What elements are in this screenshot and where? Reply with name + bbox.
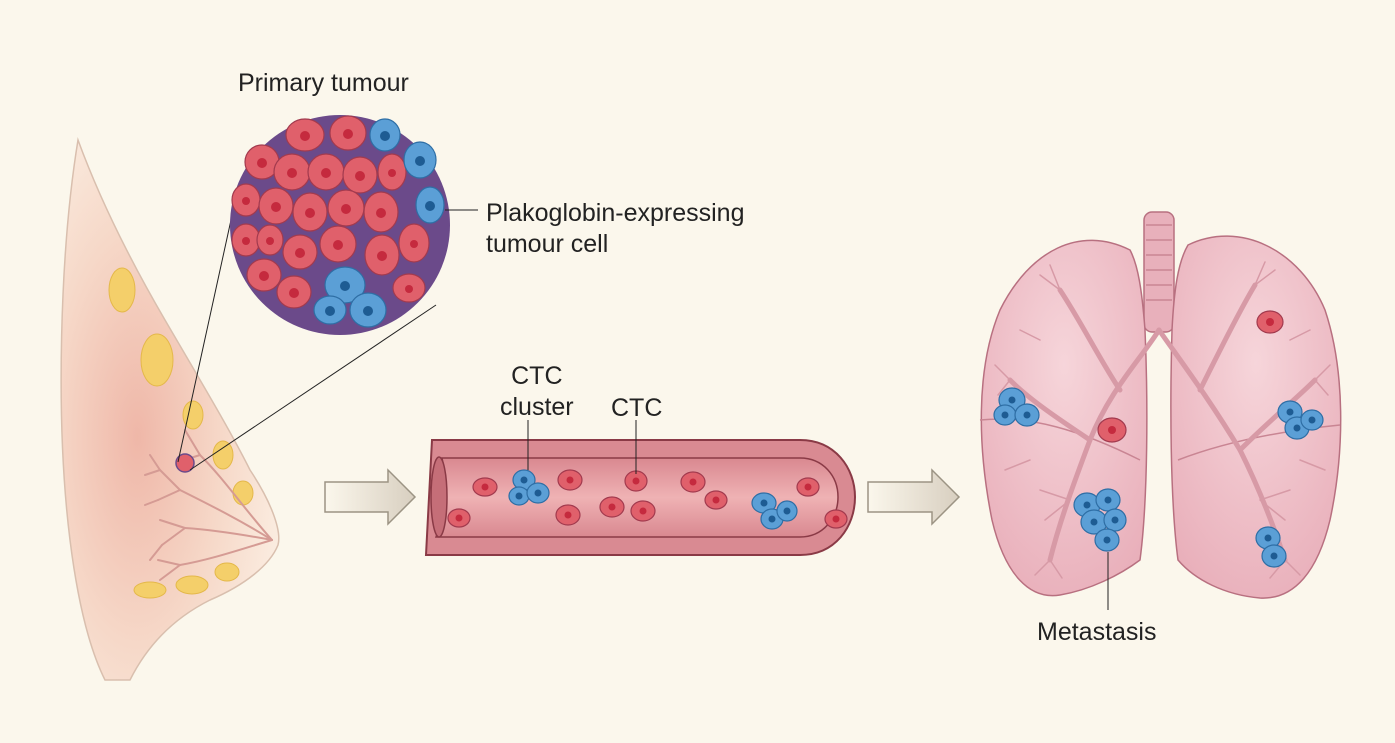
zoom-lines — [177, 187, 437, 471]
primary-tumour-zoom — [230, 115, 478, 335]
metastasis-label: Metastasis — [1037, 618, 1157, 646]
arrow-1 — [324, 468, 417, 526]
ctc-cluster-label: CTC cluster — [500, 361, 574, 423]
arrow-2 — [867, 468, 961, 526]
ctc-cluster-label-line2: cluster — [500, 393, 574, 421]
tumour-cells — [231, 115, 445, 328]
breast — [60, 137, 280, 681]
right-lung — [1170, 235, 1342, 599]
plakoglobin-label-line1: Plakoglobin-expressing — [486, 199, 745, 227]
tumour-dot — [175, 453, 195, 473]
lungs — [979, 211, 1342, 610]
bronchi — [1007, 282, 1318, 563]
plakoglobin-label: Plakoglobin-expressing tumour cell — [486, 198, 744, 260]
ctc-cluster-label-line1: CTC — [511, 362, 563, 390]
vessel-opening — [430, 456, 448, 538]
ctc-label: CTC — [611, 394, 663, 422]
primary-tumour-label: Primary tumour — [238, 69, 409, 97]
blood-vessel — [424, 420, 857, 556]
trachea — [1143, 211, 1175, 333]
fat-lobules — [108, 267, 254, 599]
milk-ducts — [144, 429, 273, 581]
plakoglobin-label-line2: tumour cell — [486, 230, 609, 258]
